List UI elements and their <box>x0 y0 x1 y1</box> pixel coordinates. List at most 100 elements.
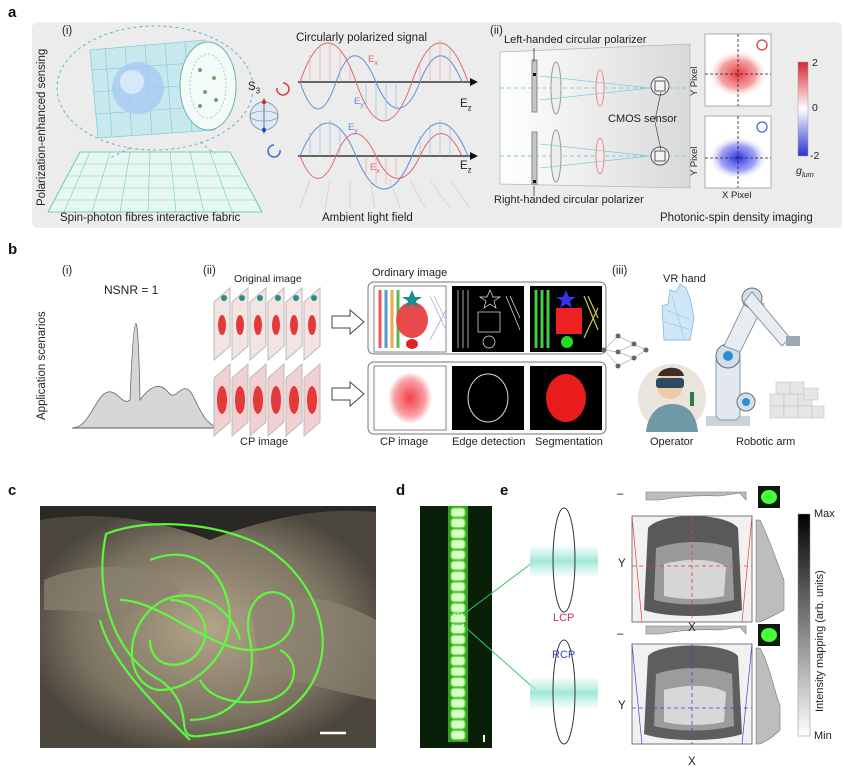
fibre-bead <box>450 549 466 561</box>
right-polarizer-label: Right-handed circular polarizer <box>494 194 644 206</box>
panel-c-letter: c <box>8 482 17 499</box>
fibre-bead <box>450 645 466 656</box>
intensity-cb-label: Intensity mapping (arb. units) <box>814 570 826 712</box>
fibre-tube-illustration <box>56 25 254 159</box>
lcp-connector <box>463 559 537 615</box>
panel-d-letter: d <box>396 482 406 499</box>
x-label-top: X <box>688 622 696 634</box>
glum-map-bottom <box>704 115 772 189</box>
fibre-on-hand-photo <box>40 506 376 748</box>
glum-colorbar <box>797 61 809 157</box>
fibre-bead <box>450 698 466 709</box>
fibre-bead <box>450 602 466 614</box>
intensity-cb-max: Max <box>814 508 835 520</box>
lcp-label: LCP <box>553 612 575 624</box>
ey-label-top: Ey <box>354 96 364 109</box>
ez-label-top: Ez <box>460 98 472 113</box>
ey-label-bottom: Ey <box>348 122 358 135</box>
vr-hand-label: VR hand <box>663 273 706 285</box>
rcp-label: RCP <box>552 649 576 661</box>
ex-label-top: Ex <box>368 54 378 67</box>
fibre-bead <box>450 719 466 730</box>
fibre-bead <box>450 539 466 550</box>
y-label-bottom: Y <box>618 700 626 712</box>
dash-bottom: – <box>617 628 624 640</box>
fibre-bead <box>450 613 466 624</box>
panel-b-sub-ii: (ii) <box>203 265 216 277</box>
fibre-bead <box>450 634 466 645</box>
rcp-lens <box>530 639 598 745</box>
ambient-caption: Ambient light field <box>322 212 413 224</box>
panel-e-letter: e <box>500 482 509 499</box>
fibre-bead <box>450 655 466 667</box>
cp-image-label: CP image <box>380 436 429 448</box>
fabric-caption: Spin-photon fibres interactive fabric <box>60 212 241 224</box>
robotic-arm-illustration <box>706 287 825 426</box>
panel-b-sub-iii: (iii) <box>612 265 628 277</box>
polarization-arrows <box>267 82 290 158</box>
ordinary-image-row <box>367 281 607 355</box>
selected-bead-marker <box>450 612 466 628</box>
fibre-bead <box>450 676 466 688</box>
wave-bottom <box>298 120 478 190</box>
cp-image-left-label: CP image <box>240 436 289 448</box>
fibre-bead <box>450 623 466 635</box>
original-image-stacks <box>213 286 321 438</box>
fibre-beads <box>450 507 466 741</box>
ambient-light-floor <box>299 179 471 209</box>
wave-top <box>298 40 478 122</box>
intensity-map-bottom <box>631 624 781 745</box>
intensity-map-top <box>631 486 785 623</box>
imaging-caption: Photonic-spin density imaging <box>660 212 813 224</box>
glum-map-top <box>704 33 772 107</box>
panel-a-sub-i: (i) <box>62 25 73 37</box>
y-pixel-top-label: Y Pixel <box>689 66 700 96</box>
cp-image-row <box>367 361 607 435</box>
glum-cb-max: 2 <box>812 57 818 69</box>
panel-a-sub-ii: (ii) <box>490 25 503 37</box>
fibre-bead <box>450 528 466 539</box>
nsnr-label: NSNR = 1 <box>104 283 159 297</box>
vr-hand-illustration <box>661 283 695 341</box>
cmos-label: CMOS sensor <box>608 113 678 125</box>
cp-stack <box>213 362 321 438</box>
ordinary-stack <box>213 286 321 362</box>
ordinary-image-label: Ordinary image <box>372 267 448 279</box>
fibre-bead <box>450 708 466 720</box>
fibre-bead <box>450 666 466 677</box>
fibre-bead <box>450 729 466 741</box>
process-arrows <box>331 308 365 408</box>
glum-cb-mid: 0 <box>812 102 818 114</box>
neural-network-icon <box>601 333 649 369</box>
rcp-connector <box>463 625 537 691</box>
original-image-label: Original image <box>234 273 302 285</box>
edge-detection-label: Edge detection <box>452 436 526 448</box>
lcp-lens <box>530 507 598 613</box>
operator-label: Operator <box>650 436 694 448</box>
panel-b-letter: b <box>8 241 18 258</box>
glum-cb-min: -2 <box>810 150 820 162</box>
x-pixel-label: X Pixel <box>722 190 752 201</box>
segmentation-label: Segmentation <box>535 436 603 448</box>
panel-b-sub-i: (i) <box>62 265 73 277</box>
fibre-bead <box>450 592 466 603</box>
fibre-bead <box>450 560 466 571</box>
intensity-cb-min: Min <box>814 730 832 742</box>
signal-title: Circularly polarized signal <box>296 32 428 44</box>
poincare-sphere <box>249 98 279 134</box>
fibre-bead <box>450 570 466 582</box>
intensity-colorbar <box>797 513 811 737</box>
ez-label-bottom: Ez <box>460 160 472 175</box>
left-polarizer-label: Left-handed circular polarizer <box>504 34 647 46</box>
robotic-arm-label: Robotic arm <box>736 436 796 448</box>
panel-a-letter: a <box>8 4 17 21</box>
x-label-bottom: X <box>688 756 696 768</box>
fibre-bead <box>450 581 466 592</box>
y-pixel-bottom-label: Y Pixel <box>689 146 700 176</box>
s3-label: S3 <box>248 81 261 96</box>
glum-label: glum <box>796 165 814 180</box>
nsnr-plot <box>71 323 221 429</box>
panel-b-side-title: Application scenarios <box>36 311 48 420</box>
fabric-illustration <box>47 151 263 213</box>
